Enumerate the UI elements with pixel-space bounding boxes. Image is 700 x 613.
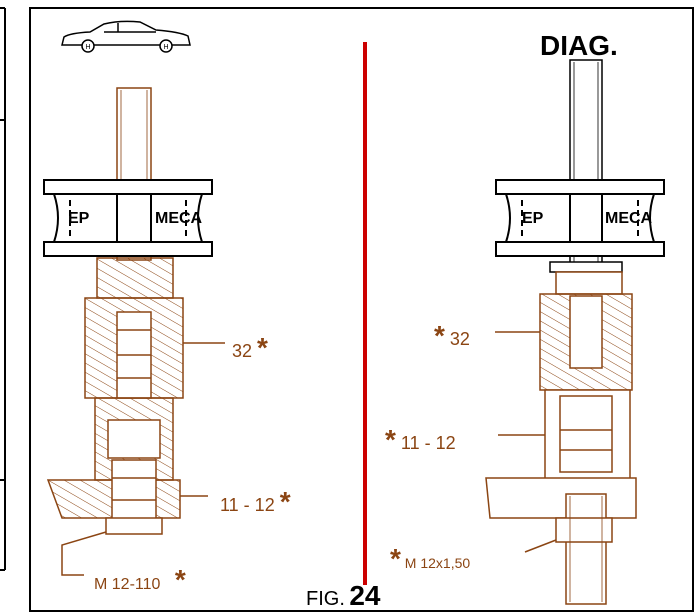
page-frame bbox=[0, 7, 694, 612]
figure-caption: FIG. 24 bbox=[306, 580, 381, 612]
right-pad-label-meca: MECA bbox=[605, 210, 653, 227]
right-callout-32-text: 32 bbox=[449, 329, 470, 349]
right-callout-11-12-text: 11 - 12 bbox=[400, 433, 456, 453]
left-pad-label-meca: MECA bbox=[155, 210, 203, 227]
left-callout-m12-110: M 12-110 * bbox=[94, 566, 186, 594]
left-callout-m12-110-text: M 12-110 bbox=[94, 576, 161, 593]
right-callout-32: * 32 bbox=[434, 322, 470, 350]
right-callout-11-12: * 11 - 12 bbox=[385, 426, 456, 454]
left-callout-32: 32 * bbox=[232, 334, 268, 362]
right-pad-label-ep: EP bbox=[522, 210, 544, 227]
right-pad bbox=[495, 179, 665, 257]
asterisk-icon: * bbox=[279, 486, 291, 517]
right-tool-assembly bbox=[485, 59, 637, 605]
asterisk-icon: * bbox=[257, 332, 268, 363]
left-pad bbox=[43, 179, 213, 257]
left-callout-32-text: 32 bbox=[232, 341, 253, 361]
asterisk-icon: * bbox=[385, 424, 396, 455]
left-pad-label-ep: EP bbox=[68, 210, 90, 227]
figure-number: 24 bbox=[349, 580, 381, 611]
asterisk-icon: * bbox=[390, 543, 401, 574]
diag-header: DIAG. bbox=[540, 30, 618, 61]
left-callout-11-12: 11 - 12 * bbox=[220, 488, 291, 516]
left-callout-11-12-text: 11 - 12 bbox=[220, 495, 275, 515]
svg-text:H: H bbox=[163, 44, 168, 51]
asterisk-icon: * bbox=[174, 564, 186, 595]
right-callout-m12x150: * M 12x1,50 bbox=[390, 545, 470, 573]
svg-text:H: H bbox=[85, 44, 90, 51]
left-tool-assembly bbox=[46, 87, 225, 576]
figure-prefix: FIG. bbox=[306, 588, 345, 610]
asterisk-icon: * bbox=[434, 320, 445, 351]
car-icon: H H bbox=[61, 20, 191, 53]
right-callout-m12x150-text: M 12x1,50 bbox=[404, 555, 471, 571]
